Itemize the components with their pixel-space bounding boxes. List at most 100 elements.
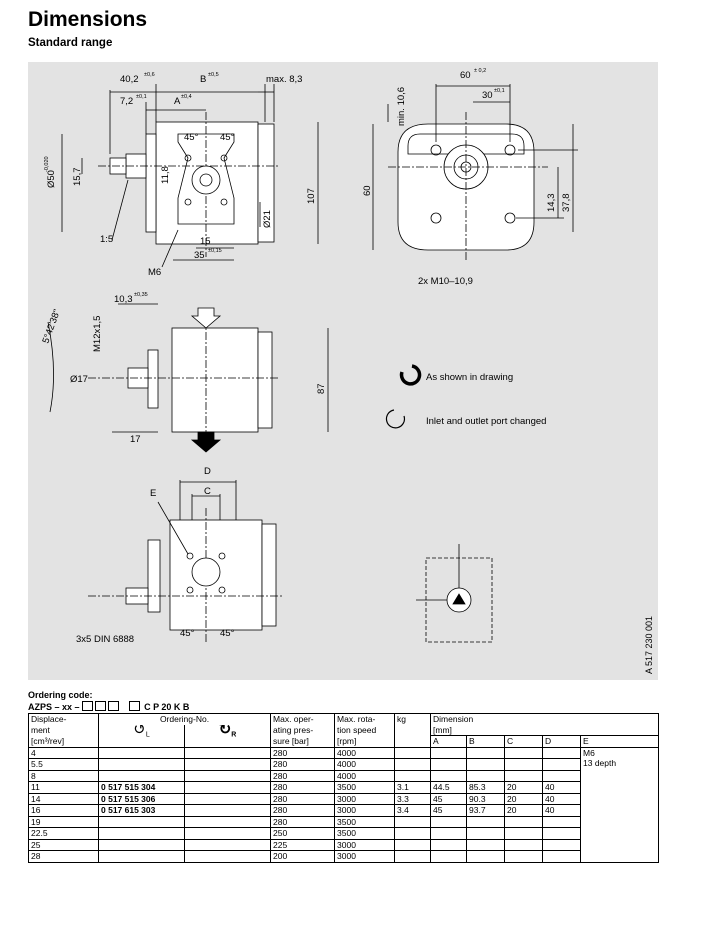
cell-kg: [394, 850, 432, 863]
cell-disp: 4: [28, 746, 99, 759]
cell-B: [466, 815, 506, 828]
cell-A: [430, 758, 468, 771]
cell-R: [183, 827, 272, 840]
svg-text:±0,4: ±0,4: [181, 94, 192, 100]
svg-text:D: D: [204, 466, 211, 477]
cell-C: [504, 827, 544, 840]
cell-n: 3500: [334, 815, 396, 828]
cell-n: 3500: [334, 827, 396, 840]
cell-R: [183, 850, 272, 863]
cell-R: [183, 781, 272, 794]
cell-D: [542, 746, 582, 759]
cell-L: [98, 827, 185, 840]
cell-D: [542, 815, 582, 828]
svg-text:max. 8,3: max. 8,3: [266, 74, 302, 85]
svg-text:10,3: 10,3: [114, 294, 133, 305]
svg-text:±0,1: ±0,1: [136, 94, 147, 100]
cell-C: [504, 815, 544, 828]
rotation-right-icon: ↻: [218, 724, 232, 738]
svg-text:±0,6: ±0,6: [144, 72, 155, 78]
cell-disp: 5.5: [28, 758, 99, 771]
cell-L: 0 517 515 304: [98, 781, 185, 794]
cell-n: 4000: [334, 769, 396, 782]
svg-text:± 0,2: ± 0,2: [474, 68, 486, 74]
svg-text:5°42'38": 5°42'38": [40, 308, 62, 345]
cell-kg: [394, 838, 432, 851]
technical-drawing: 40,2 ±0,6 B ±0,5 max. 8,3 7,2 ±0,1 A ±0,…: [28, 62, 658, 680]
ordering-table: Displace- Ordering-No. Max. oper- Max. r…: [28, 713, 660, 863]
cell-n: 4000: [334, 746, 396, 759]
svg-text:45°: 45°: [220, 628, 235, 639]
svg-text:C: C: [204, 486, 211, 497]
cell-L: [98, 746, 185, 759]
svg-text:87: 87: [316, 383, 327, 394]
svg-text:107: 107: [306, 188, 317, 204]
svg-text:Ø21: Ø21: [262, 210, 273, 228]
cell-L: [98, 838, 185, 851]
cell-A: [430, 827, 468, 840]
svg-text:15: 15: [200, 236, 211, 247]
svg-text:7,2: 7,2: [120, 96, 133, 107]
cell-L: [98, 769, 185, 782]
cell-C: 20: [504, 781, 544, 794]
cell-D: [542, 769, 582, 782]
cell-disp: 8: [28, 769, 99, 782]
page-title: Dimensions: [28, 8, 148, 31]
cell-A: [430, 769, 468, 782]
page-subtitle: Standard range: [28, 37, 113, 49]
cell-C: [504, 850, 544, 863]
header-ordering-no: Ordering-No.: [97, 713, 272, 725]
cell-A: 45: [430, 792, 468, 805]
cell-n: 3500: [334, 781, 396, 794]
cell-C: [504, 838, 544, 851]
cell-D: [542, 827, 582, 840]
cell-R: [183, 792, 272, 805]
cell-B: [466, 827, 506, 840]
svg-text:45°: 45°: [180, 628, 195, 639]
cell-n: 3000: [334, 804, 396, 817]
cell-A: 44.5: [430, 781, 468, 794]
cell-B: [466, 746, 506, 759]
cell-C: 20: [504, 804, 544, 817]
cell-kg: [394, 827, 432, 840]
ordering-code-label: Ordering code:: [28, 690, 93, 700]
ordering-code-prefix: AZPS – xx –: [28, 702, 80, 712]
svg-text:15,7: 15,7: [72, 168, 83, 187]
drawing-svg: 40,2 ±0,6 B ±0,5 max. 8,3 7,2 ±0,1 A ±0,…: [40, 68, 654, 674]
svg-text:±0,15: ±0,15: [208, 248, 222, 254]
cell-n: 3000: [334, 838, 396, 851]
cell-C: [504, 746, 544, 759]
cell-B: 85.3: [466, 781, 506, 794]
cell-kg: 3.1: [394, 781, 432, 794]
svg-text:14,3: 14,3: [546, 194, 557, 213]
svg-text:11,8: 11,8: [160, 166, 171, 184]
cell-p: 280: [270, 758, 336, 771]
cell-p: 280: [270, 804, 336, 817]
cell-n: 3000: [334, 850, 396, 863]
svg-text:45°: 45°: [184, 132, 199, 143]
cell-A: 45: [430, 804, 468, 817]
svg-text:±0,1: ±0,1: [494, 88, 505, 94]
cell-n: 3000: [334, 792, 396, 805]
cell-B: [466, 769, 506, 782]
cell-D: 40: [542, 781, 582, 794]
svg-text:A: A: [174, 96, 181, 107]
cell-D: [542, 838, 582, 851]
svg-text:1:5: 1:5: [100, 234, 113, 245]
cell-p: 280: [270, 781, 336, 794]
legend-clockwise: As shown in drawing: [426, 372, 513, 383]
cell-p: 280: [270, 746, 336, 759]
cell-p: 280: [270, 769, 336, 782]
svg-text:45°: 45°: [220, 132, 235, 143]
pump-body-side-2: [171, 327, 259, 433]
cell-L: 0 517 615 303: [98, 804, 185, 817]
cell-R: [183, 815, 272, 828]
cell-disp: 22.5: [28, 827, 99, 840]
rotation-left-icon: ↺: [133, 724, 146, 738]
